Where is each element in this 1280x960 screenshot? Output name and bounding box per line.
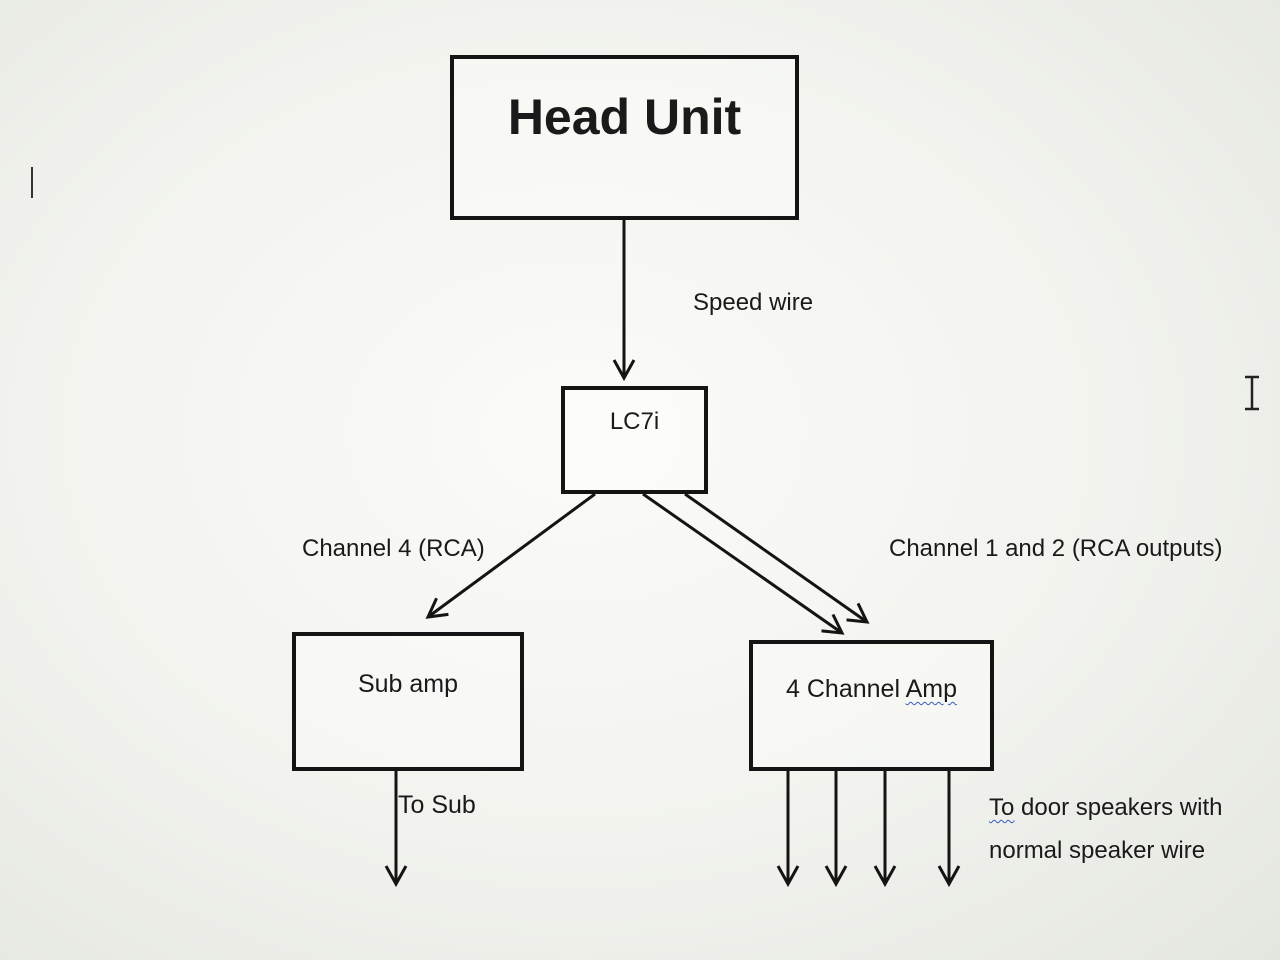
lc7i-box <box>561 386 708 494</box>
speed-wire-label: Speed wire <box>693 289 814 316</box>
to-door-first-word: To <box>989 794 1015 821</box>
four-channel-amp-prefix: 4 Channel <box>786 675 906 703</box>
channel-4-label: Channel 4 (RCA) <box>302 535 485 562</box>
channel-2-arrow <box>684 492 870 624</box>
sub-amp-box <box>292 632 524 771</box>
text-caret-mark <box>31 167 33 198</box>
to-sub-label: To Sub <box>398 791 476 819</box>
ibeam-cursor-icon <box>1245 375 1259 411</box>
lc7i-label: LC7i <box>609 408 660 435</box>
sub-amp-label: Sub amp <box>357 670 459 698</box>
head-unit-label: Head Unit <box>507 89 742 145</box>
channel-1-arrow <box>642 492 845 635</box>
channel-4-arrow <box>425 492 596 619</box>
four-channel-amp-label: 4 Channel Amp <box>749 675 994 704</box>
four-channel-amp-word: Amp <box>905 675 957 703</box>
to-door-speakers-line-1: To door speakers with <box>989 786 1222 829</box>
channel-1-2-label: Channel 1 and 2 (RCA outputs) <box>889 535 1223 562</box>
four-channel-amp-box <box>749 640 994 771</box>
to-door-rest: door speakers with <box>1014 794 1223 821</box>
head-unit-box <box>450 55 799 220</box>
to-door-speakers-label: To door speakers with normal speaker wir… <box>989 786 1222 872</box>
to-door-speakers-line-2: normal speaker wire <box>989 837 1206 864</box>
